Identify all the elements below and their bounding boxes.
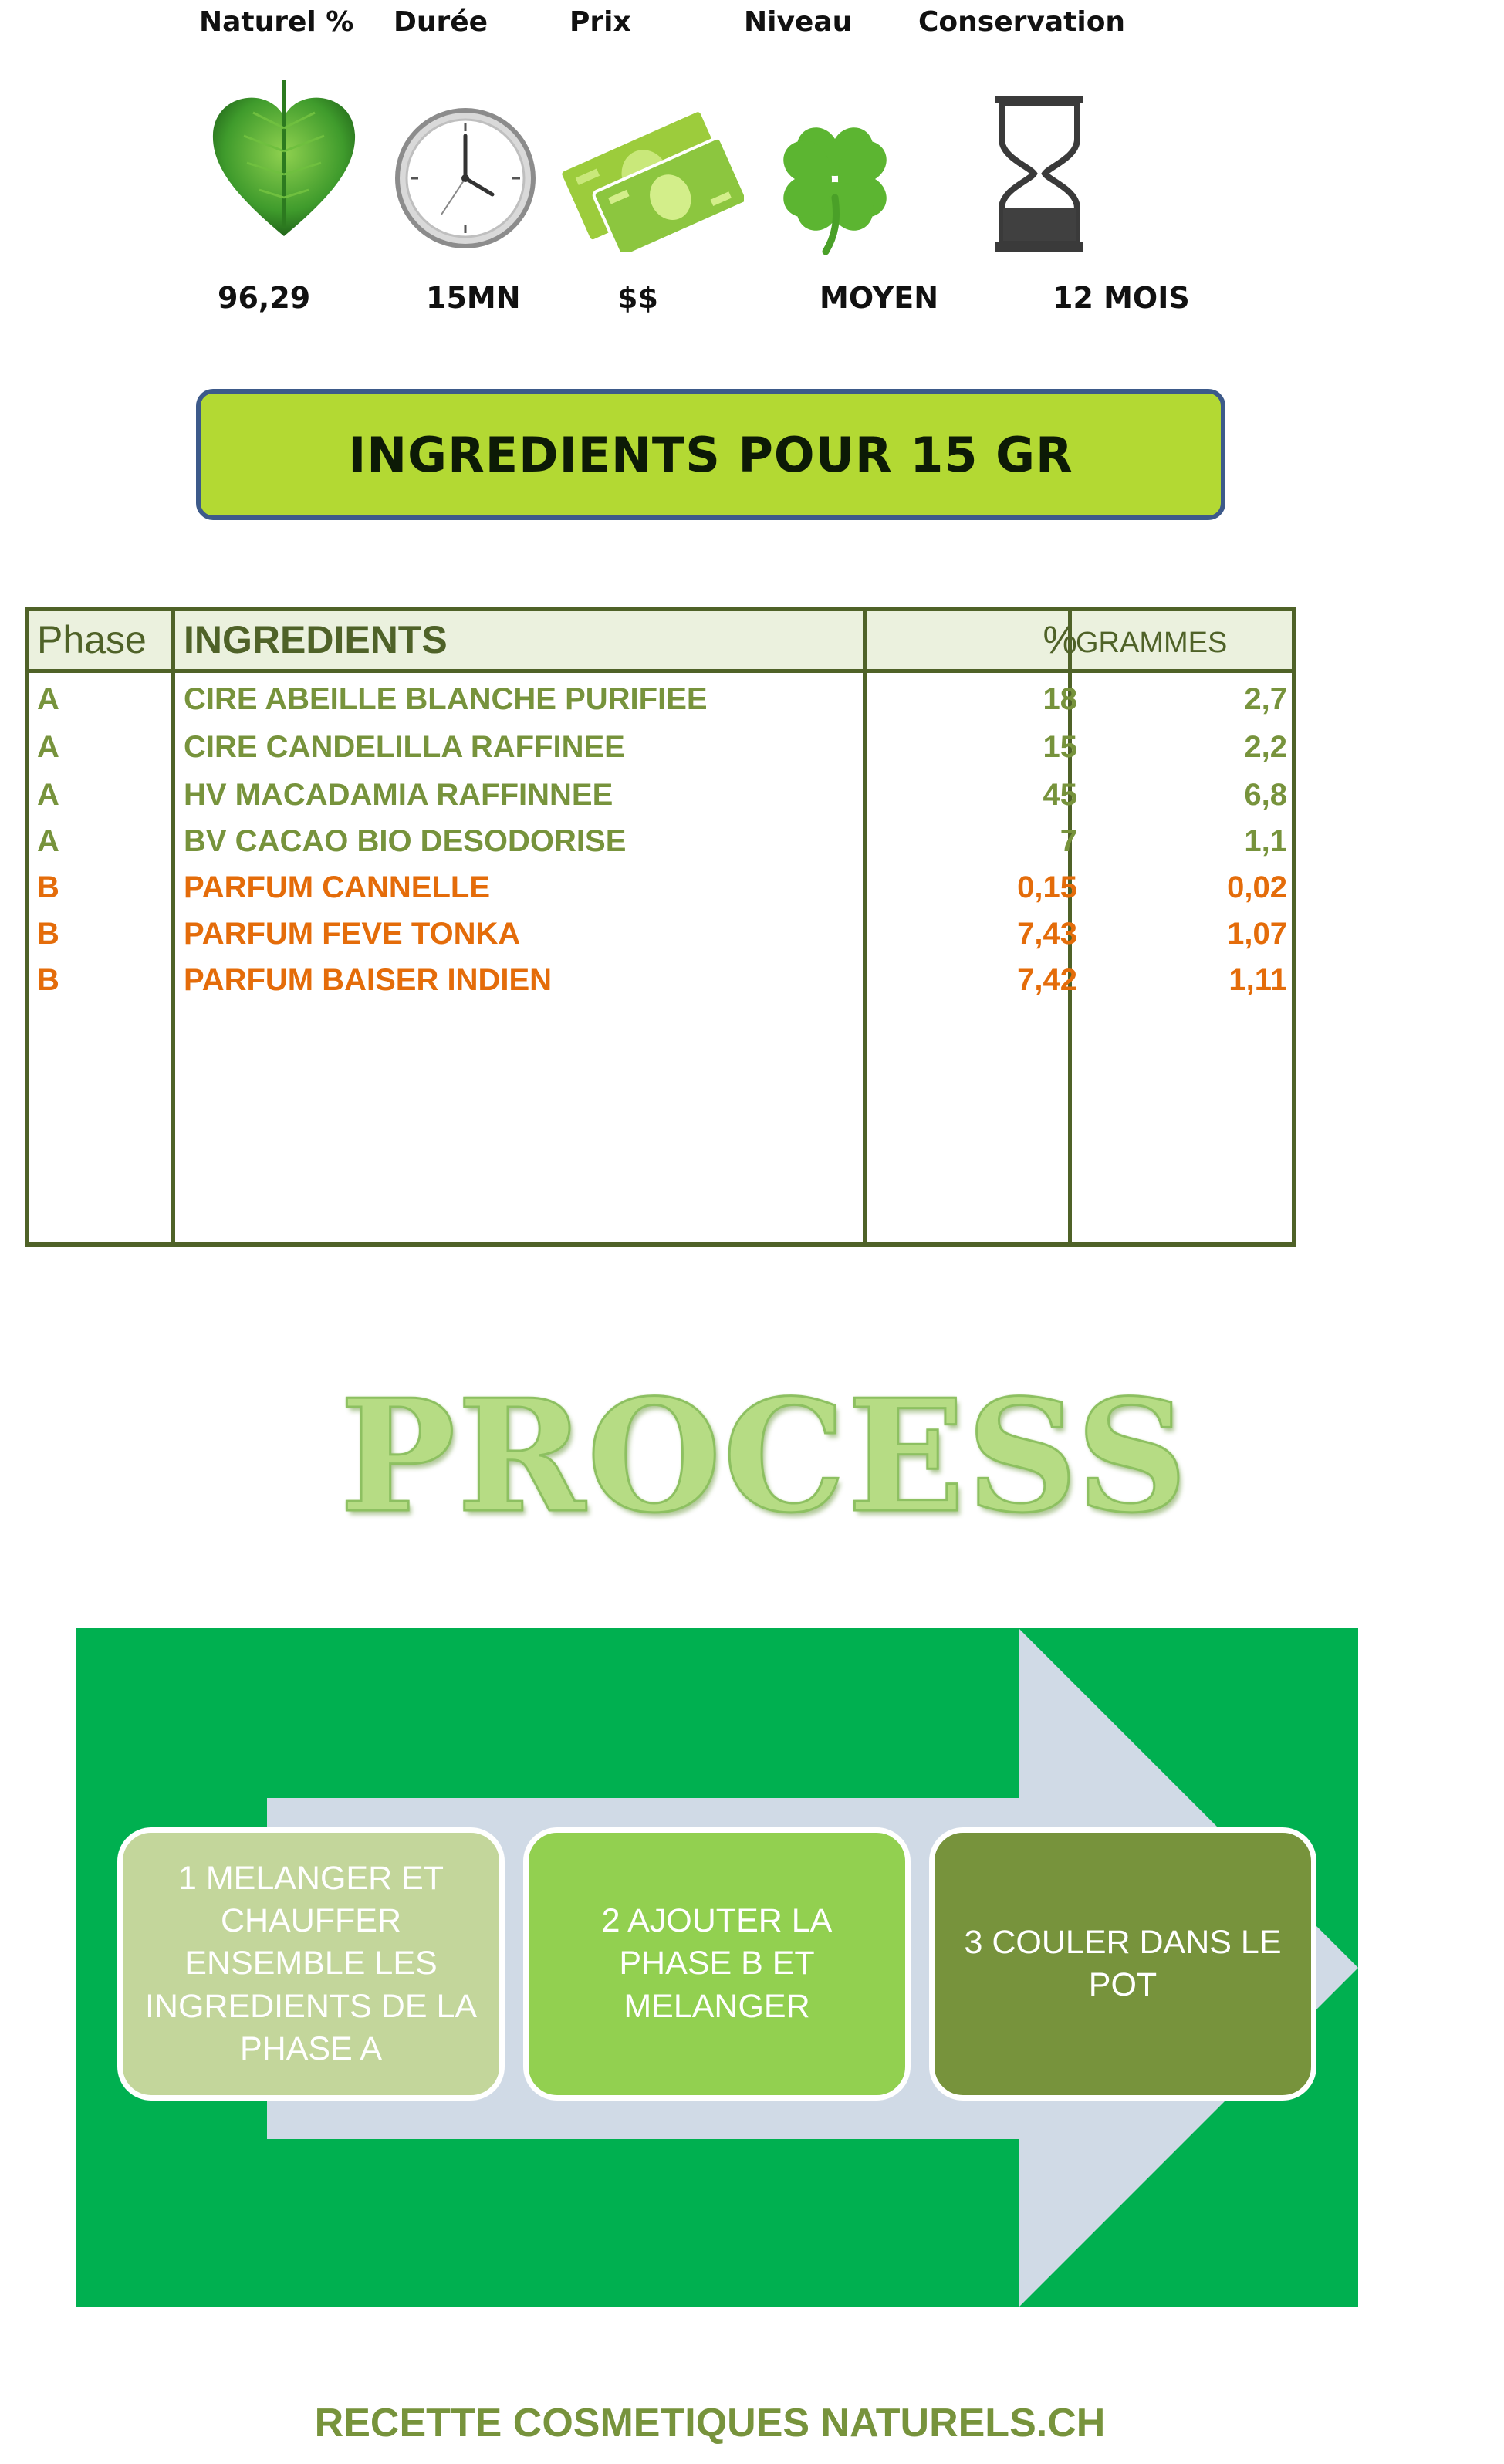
row-grammes: 1,11	[1229, 963, 1287, 997]
value-duree: 15MN	[426, 281, 521, 315]
row-grammes: 0,02	[1227, 870, 1287, 904]
process-step-2: 2 AJOUTER LA PHASE B ET MELANGER	[523, 1827, 911, 2101]
row-percent: 0,15	[1017, 870, 1077, 904]
row-percent: 7,43	[1017, 917, 1077, 951]
row-phase: B	[37, 917, 59, 951]
step-1-text: 1 MELANGER ET CHAUFFER ENSEMBLE LES INGR…	[144, 1860, 478, 2067]
row-ingredient: CIRE ABEILLE BLANCHE PURIFIEE	[184, 682, 708, 716]
clock-icon	[395, 108, 536, 248]
label-prix: Prix	[569, 6, 631, 38]
header-grammes: GRAMMES	[1076, 627, 1228, 659]
banner-text: INGREDIENTS POUR 15 GR	[348, 426, 1073, 483]
label-duree: Durée	[394, 6, 488, 38]
row-percent: 7	[1060, 824, 1077, 858]
row-phase: A	[37, 778, 59, 812]
process-title: PROCESS	[339, 1365, 1189, 1549]
row-phase: B	[37, 870, 59, 904]
row-ingredient: PARFUM CANNELLE	[184, 870, 491, 904]
row-ingredient: BV CACAO BIO DESODORISE	[184, 824, 627, 858]
row-phase: A	[37, 682, 59, 716]
row-grammes: 1,07	[1227, 917, 1287, 951]
table-header	[29, 611, 1292, 673]
step-2-text: 2 AJOUTER LA PHASE B ET MELANGER	[601, 1902, 833, 2025]
ingredients-banner: INGREDIENTS POUR 15 GR	[196, 389, 1225, 520]
row-ingredient: PARFUM FEVE TONKA	[184, 917, 521, 951]
column-divider	[1068, 611, 1072, 1242]
header-phase: Phase	[37, 618, 147, 661]
row-ingredient: HV MACADAMIA RAFFINNEE	[184, 778, 613, 812]
row-phase: A	[37, 824, 59, 858]
row-grammes: 6,8	[1244, 778, 1287, 812]
process-step-3: 3 COULER DANS LE POT	[929, 1827, 1316, 2101]
row-percent: 15	[1043, 730, 1078, 764]
label-conservation: Conservation	[918, 6, 1126, 38]
clover-icon	[783, 127, 887, 255]
money-icon	[559, 109, 744, 252]
column-divider	[863, 611, 867, 1242]
row-percent: 7,42	[1017, 963, 1077, 997]
value-niveau: MOYEN	[820, 281, 939, 315]
value-conservation: 12 MOIS	[1053, 281, 1190, 315]
value-prix: $$	[617, 281, 658, 315]
row-grammes: 2,7	[1244, 682, 1287, 716]
ingredients-table: Phase INGREDIENTS % GRAMMES A CIRE ABEIL…	[25, 607, 1296, 1247]
leaf-heart-icon	[212, 80, 356, 236]
row-grammes: 2,2	[1244, 730, 1287, 764]
header-percent: %	[1043, 618, 1077, 661]
header-ingredients: INGREDIENTS	[184, 618, 448, 661]
hourglass-icon	[995, 96, 1083, 252]
row-grammes: 1,1	[1244, 824, 1287, 858]
label-naturel: Naturel %	[199, 6, 354, 38]
footer-text: RECETTE COSMETIQUES NATURELS.CH	[314, 2401, 1106, 2445]
row-ingredient: CIRE CANDELILLA RAFFINEE	[184, 730, 625, 764]
process-step-1: 1 MELANGER ET CHAUFFER ENSEMBLE LES INGR…	[117, 1827, 505, 2101]
row-phase: B	[37, 963, 59, 997]
value-naturel: 96,29	[218, 281, 311, 315]
step-3-text: 3 COULER DANS LE POT	[964, 1923, 1282, 2003]
row-percent: 45	[1043, 778, 1078, 812]
row-percent: 18	[1043, 682, 1078, 716]
label-niveau: Niveau	[744, 6, 853, 38]
row-ingredient: PARFUM BAISER INDIEN	[184, 963, 553, 997]
column-divider	[171, 611, 175, 1242]
row-phase: A	[37, 730, 59, 764]
